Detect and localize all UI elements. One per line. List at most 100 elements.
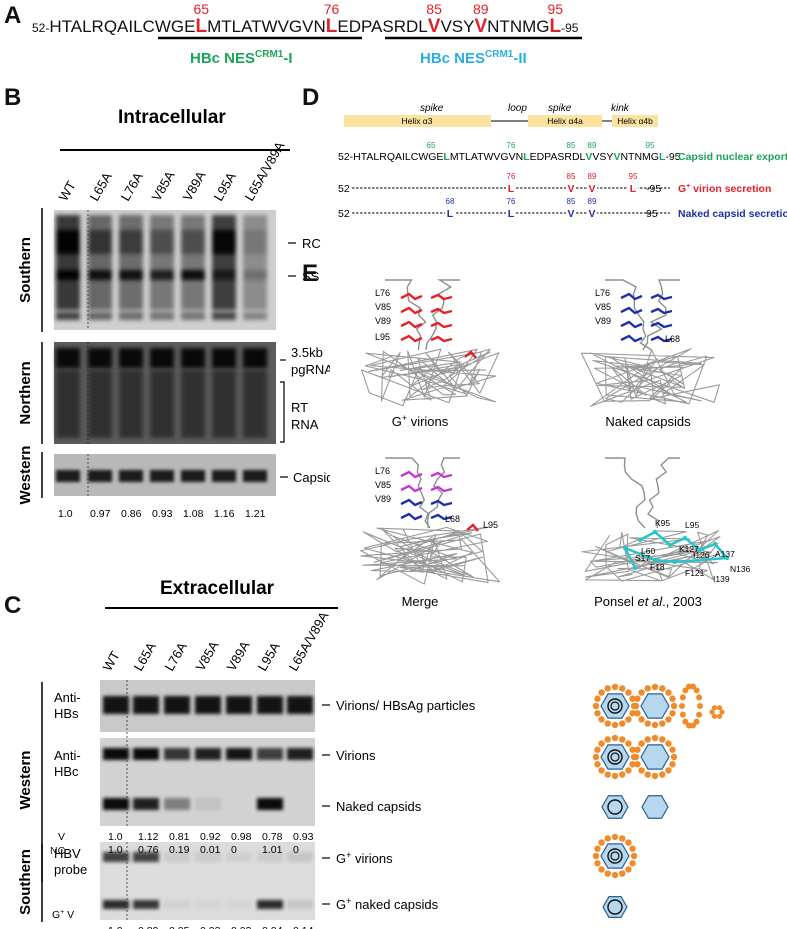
lane-label: L76A [162, 639, 190, 673]
v-quant: 0.93 [293, 831, 314, 843]
capsid-quant: 1.16 [214, 508, 235, 520]
spike2-label: spike [548, 103, 572, 114]
ponsel-atom [724, 555, 730, 561]
envelope-dot [632, 753, 640, 761]
hbs-band [226, 696, 252, 714]
rt-rna-smear [119, 370, 143, 438]
envelope-dot [625, 767, 632, 774]
residue-sidechain [430, 321, 453, 329]
nc-quant: 0.19 [169, 844, 190, 856]
body-trace [360, 526, 501, 585]
seq-key-residue: L [549, 16, 562, 37]
residue-sidechain [400, 484, 423, 493]
pgrna-label-2: pgRNA [291, 362, 330, 377]
panel-label-a: A [4, 2, 22, 29]
envelope-dot [619, 736, 626, 743]
envelope-dot [669, 761, 676, 768]
envelope-dot [659, 736, 666, 743]
position-number: 95 [548, 1, 564, 17]
envelope-dot [594, 761, 601, 768]
pgrna-band [181, 348, 205, 368]
ss-band [88, 270, 112, 280]
capsid-quant: 0.97 [90, 508, 111, 520]
d-residue-number: 76 [507, 197, 516, 206]
capsid-hexagon [640, 693, 670, 719]
seq-segment: EDPASR [337, 17, 407, 36]
d-residue-bg [506, 181, 516, 194]
spike-trace [424, 457, 460, 529]
capsid-hexagon [640, 744, 670, 770]
envelope-dot [629, 746, 636, 753]
gv-quant: 0.03 [200, 925, 221, 929]
ss-label: SS [302, 269, 320, 284]
lane-label: V89A [180, 168, 209, 203]
helix-a4a [528, 115, 602, 127]
ponsel-residue-trace [654, 531, 671, 546]
residue-sidechain [466, 523, 479, 532]
d-legend-naked-secretion: Naked capsid secretion [678, 208, 787, 220]
panel-label-d: D [302, 84, 320, 111]
genome-circle [607, 749, 623, 765]
smear [56, 215, 80, 310]
d-residue-bg [566, 181, 576, 194]
ponsel-atom [667, 542, 673, 548]
ponsel-residue-trace [674, 556, 728, 564]
envelope-dot [598, 716, 605, 723]
residue-sidechain [400, 512, 423, 521]
helix-a3 [344, 115, 491, 127]
d-residue-number: 68 [446, 197, 455, 206]
gv-row-label: G+ V [52, 909, 74, 921]
lower-band [56, 312, 80, 320]
pgrna-band [88, 348, 112, 368]
hbs-band [287, 696, 313, 714]
envelope-dot [611, 833, 619, 841]
body-trace [580, 348, 720, 407]
kink-label: kink [611, 103, 630, 114]
residue-label: V89 [375, 494, 391, 504]
lower-band [119, 312, 143, 320]
envelope-dot [594, 710, 601, 717]
lower-band [150, 312, 174, 320]
residue-label: L76 [375, 466, 390, 476]
envelope-dot [665, 689, 672, 696]
capsid-band [119, 470, 143, 482]
envelope-dot [669, 746, 676, 753]
filament-dot [693, 718, 700, 725]
residue-label: V85 [375, 480, 391, 490]
northern-side-label: Northern [17, 361, 34, 424]
rc-band [56, 230, 80, 254]
g-virion-band [164, 852, 190, 862]
virion-band [133, 748, 159, 760]
envelope-dot [634, 746, 641, 753]
envelope-dot [630, 852, 638, 860]
residue-sidechain [430, 499, 453, 507]
filament-dot [682, 718, 689, 725]
intracellular-title: Intracellular [118, 107, 226, 128]
gv-quant: 0.05 [169, 925, 190, 929]
lane-label: WT [100, 648, 123, 673]
ponsel-residue-trace [669, 536, 686, 547]
envelope-dot [598, 767, 605, 774]
g-naked-capsid-band [103, 900, 129, 909]
rc-band [150, 230, 174, 254]
d-residue-bg [566, 206, 576, 219]
virions-hbsag-label: Virions/ HBsAg particles [336, 698, 476, 713]
residue-sidechain [400, 334, 423, 343]
rt-rna-smear [56, 370, 80, 438]
envelope-dot [634, 710, 641, 717]
d-residue-bg [445, 206, 455, 219]
gv-quant: 0.14 [293, 925, 314, 929]
smear [150, 215, 174, 310]
ponsel-atom [652, 557, 658, 563]
nc-quant: 0.76 [138, 844, 159, 856]
spike1-label: spike [420, 103, 444, 114]
envelope-dot [665, 716, 672, 723]
residue-sidechain [400, 498, 423, 507]
envelope-dot [598, 839, 605, 846]
virion-band [195, 748, 221, 760]
residue-label: I126 [693, 550, 710, 560]
hbs-band [257, 696, 283, 714]
envelope-dot [592, 852, 600, 860]
